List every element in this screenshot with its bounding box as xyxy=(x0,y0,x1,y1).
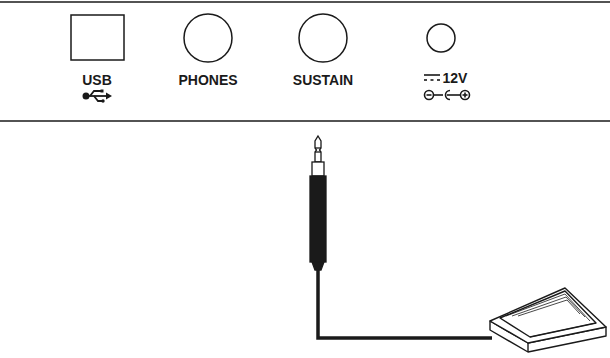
sustain-jack xyxy=(299,14,347,62)
usb-symbol xyxy=(83,90,112,103)
port-label: USB xyxy=(82,72,112,88)
power-jack xyxy=(427,24,455,52)
panel-edge xyxy=(0,120,610,122)
foot-pedal xyxy=(490,288,606,352)
port-label: SUSTAIN xyxy=(293,72,353,88)
polarity-symbol xyxy=(425,91,470,100)
usb-port xyxy=(71,15,124,60)
panel-edge xyxy=(0,1,610,3)
dc-symbol xyxy=(424,75,440,80)
voltage-label: 12V xyxy=(443,70,468,86)
port-label: PHONES xyxy=(178,72,237,88)
cable xyxy=(318,270,492,338)
jack-plug xyxy=(310,136,326,270)
phones-jack xyxy=(184,14,232,62)
